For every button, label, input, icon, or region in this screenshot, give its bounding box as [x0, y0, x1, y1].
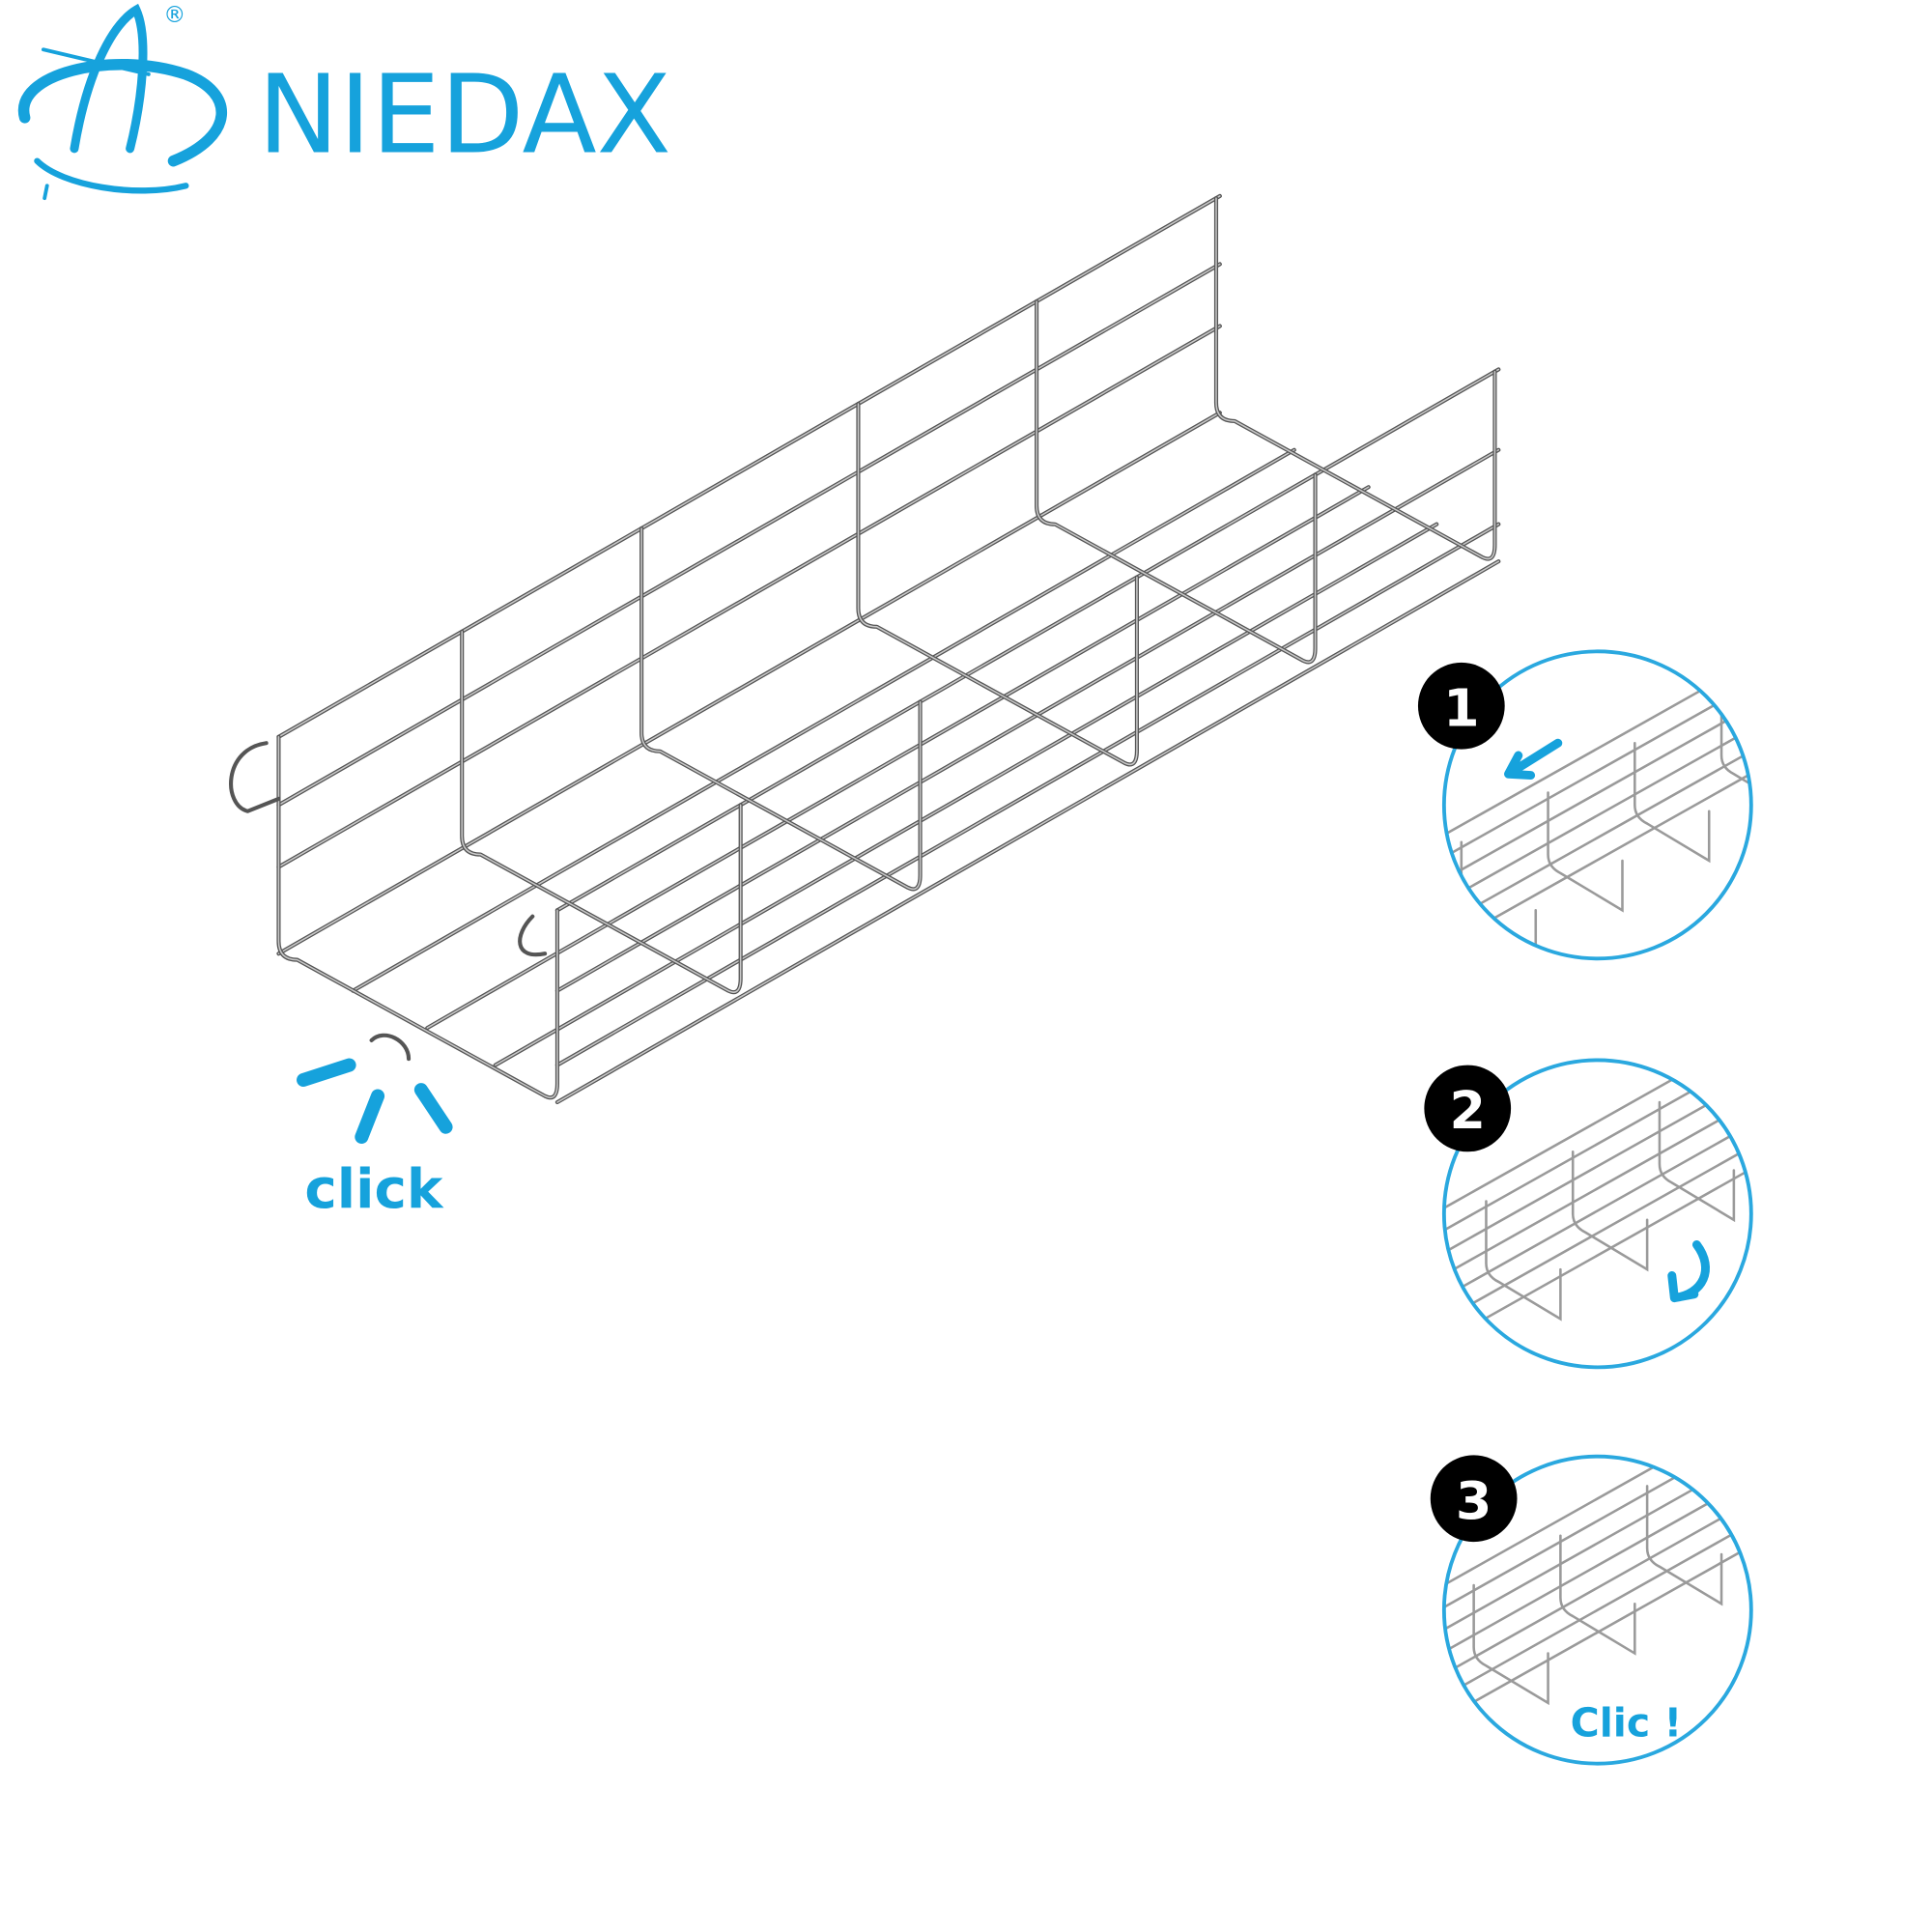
connector-clip [518, 914, 548, 957]
mini-wire [1445, 1061, 1750, 1228]
longitudinal-wire-highlight [556, 449, 1500, 992]
mini-cross-wire [1719, 692, 1750, 814]
mini-cross-wire [1634, 741, 1711, 864]
cross-wire-highlight [640, 527, 922, 891]
step-2-badge [1424, 1065, 1512, 1152]
mini-cross-wire [1745, 1061, 1750, 1173]
arrow-left-icon [1504, 738, 1563, 781]
mini-cross-wire [1658, 1100, 1736, 1223]
longitudinal-wire-highlight [556, 523, 1500, 1066]
step-1-number: 1 [1443, 677, 1479, 738]
longitudinal-wire-highlight [556, 560, 1500, 1103]
logo-wordmark: NIEDAX [258, 51, 671, 179]
longitudinal-wire-highlight [277, 325, 1221, 868]
cross-wire [276, 734, 559, 1100]
longitudinal-wire-highlight [426, 486, 1370, 1029]
step-3-inset: Clic ! 3 [1430, 1454, 1753, 1766]
registered-mark: ® [163, 3, 185, 28]
cross-wire-highlight [857, 403, 1138, 766]
mini-wire [1445, 1497, 1750, 1723]
cross-wire-highlight [1036, 300, 1317, 664]
cross-wire [639, 526, 923, 892]
longitudinal-wire-highlight [495, 523, 1437, 1066]
cross-wire [1213, 196, 1497, 561]
longitudinal-wire-highlight [277, 263, 1221, 807]
click-burst-icon [297, 1058, 453, 1144]
click-label: click [304, 1158, 444, 1221]
click-annotation: click [297, 1058, 453, 1221]
mini-cross-wire [1645, 1485, 1723, 1606]
logo-swoosh-icon [17, 3, 228, 201]
rotate-arrow-icon [1667, 1239, 1710, 1303]
wire-cable-tray [229, 193, 1501, 1105]
step-1-inset: 1 [1417, 649, 1753, 961]
cross-wire [460, 629, 743, 995]
cross-wire [856, 402, 1139, 767]
mini-cross-wire [1559, 1534, 1636, 1656]
cross-wire-highlight [1215, 197, 1496, 560]
mini-wire [1445, 1457, 1750, 1634]
step-1-badge [1417, 662, 1505, 750]
longitudinal-wire-highlight [352, 449, 1295, 992]
mini-cross-wire [1485, 1200, 1562, 1321]
niedax-logo: ® NIEDAX [17, 3, 671, 201]
step-3-badge [1430, 1455, 1518, 1543]
cross-wire-highlight [461, 631, 742, 993]
mini-cross-wire [1547, 791, 1624, 913]
cross-wire-highlight [277, 736, 558, 1098]
mini-cross-wire [1571, 1151, 1649, 1272]
longitudinal-wire-highlight [277, 195, 1221, 738]
step-2-inset: 2 [1424, 1058, 1753, 1370]
step-2-number: 2 [1449, 1080, 1485, 1141]
longitudinal-wire-highlight [277, 412, 1221, 954]
connector-clip [369, 1033, 412, 1062]
mini-cross-wire [1472, 1583, 1549, 1706]
longitudinal-wire-highlight [556, 368, 1500, 912]
step-3-caption: Clic ! [1571, 1699, 1683, 1746]
step-3-number: 3 [1456, 1470, 1492, 1531]
mini-cross-wire [1732, 1457, 1750, 1557]
connector-clip [229, 741, 281, 813]
mini-wire [1445, 1457, 1750, 1611]
step-3-drawing [1445, 1457, 1750, 1746]
cross-wire [1035, 298, 1318, 665]
